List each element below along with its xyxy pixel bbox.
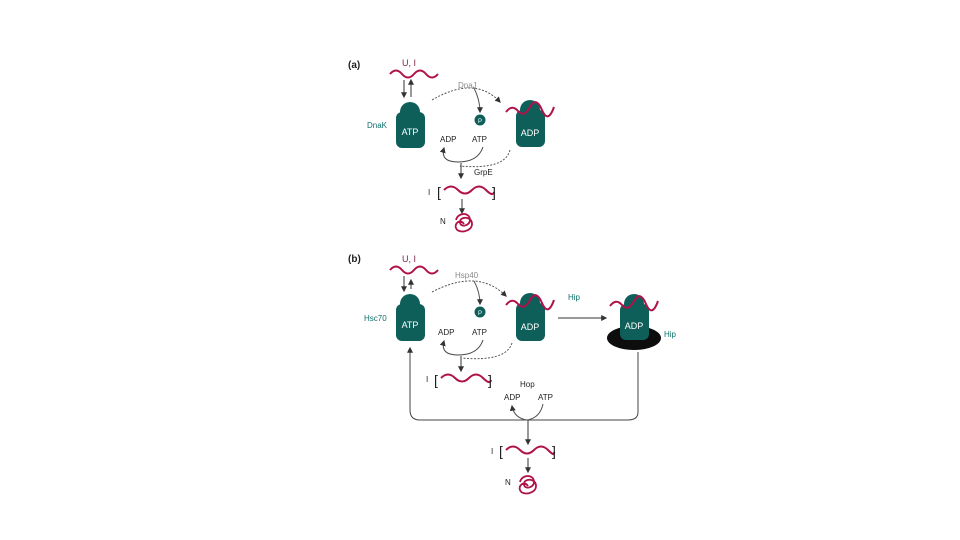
panel-b-hsp40-arrow xyxy=(431,280,507,297)
panel-a-release-arrow xyxy=(459,149,511,168)
panel-b-cycle-atp: ATP xyxy=(472,328,487,337)
panel-a-dnak-adp-complex: ADP xyxy=(505,100,555,147)
panel-b-hip-arrow-label: Hip xyxy=(568,293,581,302)
panel-a-cycle-atp: ATP xyxy=(472,135,487,144)
panel-a-substrate-label: U, I xyxy=(402,58,416,68)
panel-a-native-tangle xyxy=(454,213,473,233)
panel-a-phosphate: P xyxy=(474,114,486,126)
panel-b-hop-adp: ADP xyxy=(504,393,520,402)
panel-b-hsc70-atp: ATP xyxy=(396,294,425,341)
panel-a-intermediate-label: I xyxy=(428,188,430,197)
panel-a-intermediate-bracket-left: [ xyxy=(437,184,441,200)
panel-b-substrate-wave xyxy=(389,265,439,275)
panel-a-cycle-adp: ADP xyxy=(440,135,456,144)
panel-b-hop-label: Hop xyxy=(520,380,535,389)
panel-a-substrate-wave xyxy=(389,69,439,79)
panel-b-native-tangle xyxy=(518,475,537,495)
panel-b-native-label: N xyxy=(505,478,511,487)
panel-a-phosphate-text: P xyxy=(478,119,482,125)
panel-b-hip-complex: ADP xyxy=(607,294,661,350)
panel-a-pi-release-arrow xyxy=(473,87,483,114)
panel-a-dnaj-arrow xyxy=(431,87,501,103)
panel-b-hsc70-adp-text: ADP xyxy=(521,322,540,332)
panel-a-dnak-adp-text: ADP xyxy=(521,128,540,138)
panel-b-release-arrow xyxy=(461,342,513,360)
panel-b-cycle-adp: ADP xyxy=(438,328,454,337)
panel-b-intermediate-label-1: I xyxy=(426,375,428,384)
panel-b-label: (b) xyxy=(348,254,361,265)
panel-b-intermediate-bracket-left-2: [ xyxy=(499,443,503,459)
panel-b-intermediate-bracket-right-2: ] xyxy=(552,443,556,459)
panel-a-dnak-atp-text: ATP xyxy=(402,127,419,137)
panel-b-intermediate-wave-2 xyxy=(505,445,556,456)
panel-a-cochaperone-label: DnaJ xyxy=(458,81,477,90)
panel-b-intermediate-wave-1 xyxy=(440,373,492,384)
panel-b-intermediate-bracket-right-1: ] xyxy=(488,372,492,388)
panel-b-hip-label: Hip xyxy=(664,330,677,339)
panel-b-hip-return-line xyxy=(407,346,639,421)
panel-b-intermediate-label-2: I xyxy=(491,447,493,456)
panel-b-hip-complex-adp-text: ADP xyxy=(625,321,644,331)
panel-b-pi-release-arrow xyxy=(473,280,483,306)
panel-a-intermediate-wave xyxy=(443,185,495,196)
panel-b-hop-atp: ATP xyxy=(538,393,553,402)
panel-a-chaperone-label: DnaK xyxy=(367,121,388,130)
panel-b-chaperone-label: Hsc70 xyxy=(364,314,387,323)
panel-b-intermediate-bracket-left-1: [ xyxy=(434,372,438,388)
panel-a-exchange-factor-label: GrpE xyxy=(474,168,493,177)
panel-b-cochaperone-label: Hsp40 xyxy=(455,271,479,280)
panel-a-native-label: N xyxy=(440,217,446,226)
panel-a-dnak-atp: ATP xyxy=(396,102,425,148)
panel-b-hop-exchange-arrow xyxy=(509,403,544,421)
panel-b-hsc70-atp-text: ATP xyxy=(402,320,419,330)
panel-a-exchange-loop xyxy=(439,146,484,163)
panel-a-label: (a) xyxy=(348,60,360,71)
panel-b-hsc70-adp-complex: ADP xyxy=(505,293,555,341)
panel-b-substrate-label: U, I xyxy=(402,254,416,264)
panel-a-intermediate-bracket-right: ] xyxy=(492,184,496,200)
panel-b-exchange-loop xyxy=(439,339,484,356)
panel-b-phosphate: P xyxy=(474,306,486,318)
panel-b-phosphate-text: P xyxy=(478,311,482,317)
